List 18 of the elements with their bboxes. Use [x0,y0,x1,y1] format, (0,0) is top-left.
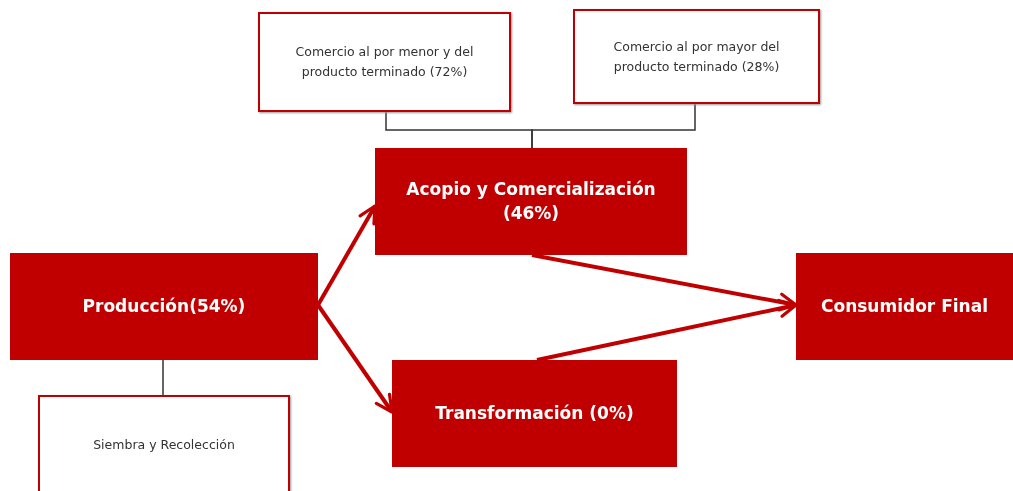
activity-box [258,12,511,112]
stage-box [392,360,677,467]
box-label: Comercio al por menor y del producto terminado (72%) [294,43,475,81]
connector-line [162,359,164,396]
box-label: Consumidor Final [821,294,988,318]
arrow [531,253,798,312]
connector-line [531,103,696,149]
box-label: Comercio al por mayor del producto terminado (28%) [612,37,781,76]
box-label: Acopio y Comercialización (46%) [405,177,657,225]
box-label: Transformación (0%) [435,401,634,425]
stage-box [796,253,1013,360]
arrow [536,298,798,362]
box-label: Siembra y Recolección [93,436,235,454]
activity-box [573,9,820,104]
box-label: Producción(54%) [82,294,246,318]
stage-box [375,148,687,255]
activity-box [38,395,290,491]
stage-box [10,253,318,360]
